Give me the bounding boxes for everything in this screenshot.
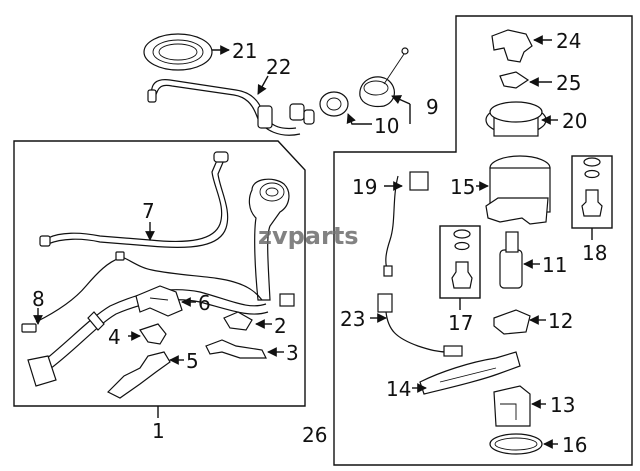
callout-17: 17	[448, 311, 473, 335]
seal-kit-17-part	[439, 225, 481, 310]
callout-21: 21	[232, 39, 257, 63]
clip-4-part	[128, 323, 167, 345]
harness-part	[21, 251, 125, 333]
reservoir-part	[493, 385, 546, 427]
bracket-2-part	[223, 311, 272, 331]
fuel-pump-module-part	[476, 155, 551, 225]
callout-10: 10	[374, 114, 399, 138]
callout-26: 26	[302, 423, 327, 447]
callout-8: 8	[32, 287, 45, 311]
bracket-5-part	[106, 351, 184, 399]
wiring-harness-23-part	[370, 293, 463, 357]
callout-19: 19	[352, 175, 377, 199]
clip-25-part	[499, 71, 552, 89]
lock-ring-part	[485, 101, 558, 137]
callout-15: 15	[450, 175, 475, 199]
callout-9: 9	[426, 95, 439, 119]
fitting-24-part	[491, 29, 552, 63]
callout-16: 16	[562, 433, 587, 457]
group-1-border	[13, 140, 306, 407]
fuel-cap-part	[359, 47, 411, 124]
callout-25: 25	[556, 71, 581, 95]
bracket-6-part	[135, 285, 196, 317]
callout-11: 11	[542, 253, 567, 277]
callout-7: 7	[142, 199, 155, 223]
group-26-border	[333, 15, 633, 466]
sender-unit-part	[383, 171, 429, 277]
fuel-pump-part	[499, 231, 540, 289]
seal-kit-18-part	[571, 155, 613, 240]
callout-13: 13	[550, 393, 575, 417]
fuel-tank-gasket-part	[143, 33, 230, 71]
grommet-part	[319, 91, 372, 125]
small-clip-part	[279, 293, 295, 307]
callout-5: 5	[186, 349, 199, 373]
callout-22: 22	[266, 55, 291, 79]
callout-18: 18	[582, 241, 607, 265]
callout-6: 6	[198, 291, 211, 315]
watermark-logo-text: zvparts	[258, 222, 359, 250]
callout-4: 4	[108, 325, 121, 349]
o-ring-part	[489, 433, 558, 455]
callout-23: 23	[340, 307, 365, 331]
callout-24: 24	[556, 29, 581, 53]
filler-pipe-part	[27, 151, 290, 387]
callout-3: 3	[286, 341, 299, 365]
retainer-part	[493, 309, 546, 335]
callout-2: 2	[274, 314, 287, 338]
callout-12: 12	[548, 309, 573, 333]
callout-14: 14	[386, 377, 411, 401]
vent-hose-part	[147, 75, 315, 136]
callout-1: 1	[152, 419, 165, 443]
bracket-3-part	[205, 339, 284, 359]
callout-20: 20	[562, 109, 587, 133]
float-arm-part	[412, 351, 521, 395]
